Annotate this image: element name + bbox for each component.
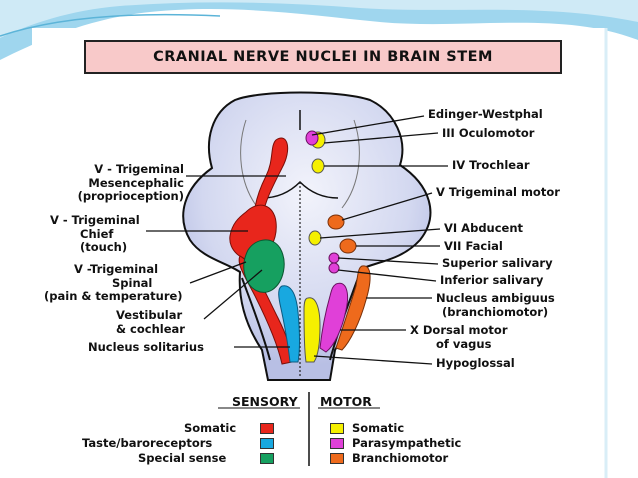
label-line: (branchiomotor)	[442, 304, 549, 319]
trigeminal-motor-nucleus	[327, 214, 345, 230]
label-trigeminal-chief: V - Trigeminal Chief (touch)	[50, 213, 140, 255]
label-trigeminal-mesencephalic: V - Trigeminal Mesencephalic (propriocep…	[64, 162, 184, 204]
label-nucleus-ambiguus: Nucleus ambiguus (branchiomotor)	[436, 291, 555, 319]
leader-trigeminal-motor	[341, 192, 433, 221]
legend-parasympathetic-label: Parasympathetic	[352, 436, 462, 450]
facial-nucleus	[339, 238, 357, 254]
label-line: Nucleus ambiguus	[436, 291, 555, 305]
diagram-title: CRANIAL NERVE NUCLEI IN BRAIN STEM	[153, 49, 493, 65]
inferior-salivary-nucleus	[328, 262, 340, 274]
legend-special-sense-label: Special sense	[138, 451, 227, 465]
label-line: (proprioception)	[77, 189, 184, 203]
nucleus-solitarius	[278, 285, 300, 363]
legend-swatch-taste	[260, 438, 274, 449]
label-abducent: VI Abducent	[444, 221, 524, 235]
label-vestibular-cochlear: Vestibular & cochlear	[116, 308, 185, 336]
abducent-nucleus	[308, 230, 322, 246]
label-edinger-westphal: Edinger-Westphal	[428, 107, 543, 121]
leader-inferior-salivary	[337, 269, 437, 282]
label-line: of vagus	[436, 336, 492, 351]
label-nucleus-solitarius: Nucleus solitarius	[88, 340, 204, 354]
legend-swatch-parasympathetic	[330, 438, 344, 449]
leader-superior-salivary	[337, 257, 439, 265]
legend-swatch-motor-somatic	[330, 423, 344, 434]
legend-swatch-special-sense	[260, 453, 274, 464]
legend-sensory-somatic-label: Somatic	[184, 421, 237, 435]
leader-oculomotor	[323, 132, 439, 144]
label-facial: VII Facial	[444, 239, 503, 253]
label-trigeminal-spinal: V -Trigeminal Spinal (pain & temperature…	[44, 262, 183, 304]
hypoglossal-nucleus	[303, 297, 321, 363]
label-oculomotor: III Oculomotor	[442, 126, 535, 140]
legend-sensory-heading: SENSORY	[232, 394, 298, 409]
vestibular-cochlear-nuclei	[243, 239, 285, 293]
label-line: V - Trigeminal	[50, 213, 140, 227]
trochlear-nucleus	[311, 158, 325, 174]
label-trigeminal-motor: V Trigeminal motor	[436, 185, 560, 199]
label-line: Vestibular	[116, 308, 183, 322]
label-superior-salivary: Superior salivary	[442, 256, 553, 270]
superior-salivary-nucleus	[328, 252, 340, 264]
label-line: V -Trigeminal	[74, 262, 159, 276]
legend-motor-somatic-label: Somatic	[352, 421, 405, 435]
label-inferior-salivary: Inferior salivary	[440, 273, 544, 287]
label-line: X Dorsal motor	[410, 323, 508, 337]
legend-branchiomotor-label: Branchiomotor	[352, 451, 449, 465]
legend-motor-heading: MOTOR	[320, 394, 372, 409]
edinger-westphal-nucleus	[305, 130, 319, 146]
legend-swatch-sensory-somatic	[260, 423, 274, 434]
legend-swatch-branchiomotor	[330, 453, 344, 464]
label-line: & cochlear	[116, 321, 185, 336]
brainstem-inner-contour-left	[240, 119, 259, 209]
label-line: Spinal	[112, 275, 153, 290]
label-hypoglossal: Hypoglossal	[436, 356, 515, 370]
leader-vestibular	[203, 269, 263, 320]
label-line: Chief	[80, 226, 114, 241]
leader-edinger	[311, 115, 425, 136]
legend-taste-label: Taste/baroreceptors	[82, 436, 213, 450]
leader-abducent	[319, 228, 441, 239]
dorsal-motor-vagus-nucleus	[319, 282, 349, 353]
label-line: (pain & temperature)	[44, 289, 183, 303]
label-dorsal-motor-vagus: X Dorsal motor of vagus	[410, 323, 508, 351]
leader-spinal	[189, 261, 247, 284]
label-line: (touch)	[80, 240, 128, 254]
label-trochlear: IV Trochlear	[452, 158, 530, 172]
leader-hypoglossal	[313, 355, 433, 365]
nucleus-ambiguus	[335, 265, 371, 351]
diagram-title-box: CRANIAL NERVE NUCLEI IN BRAIN STEM	[84, 40, 562, 74]
label-line: V - Trigeminal	[94, 162, 184, 176]
label-line: Mesencephalic	[88, 175, 184, 190]
